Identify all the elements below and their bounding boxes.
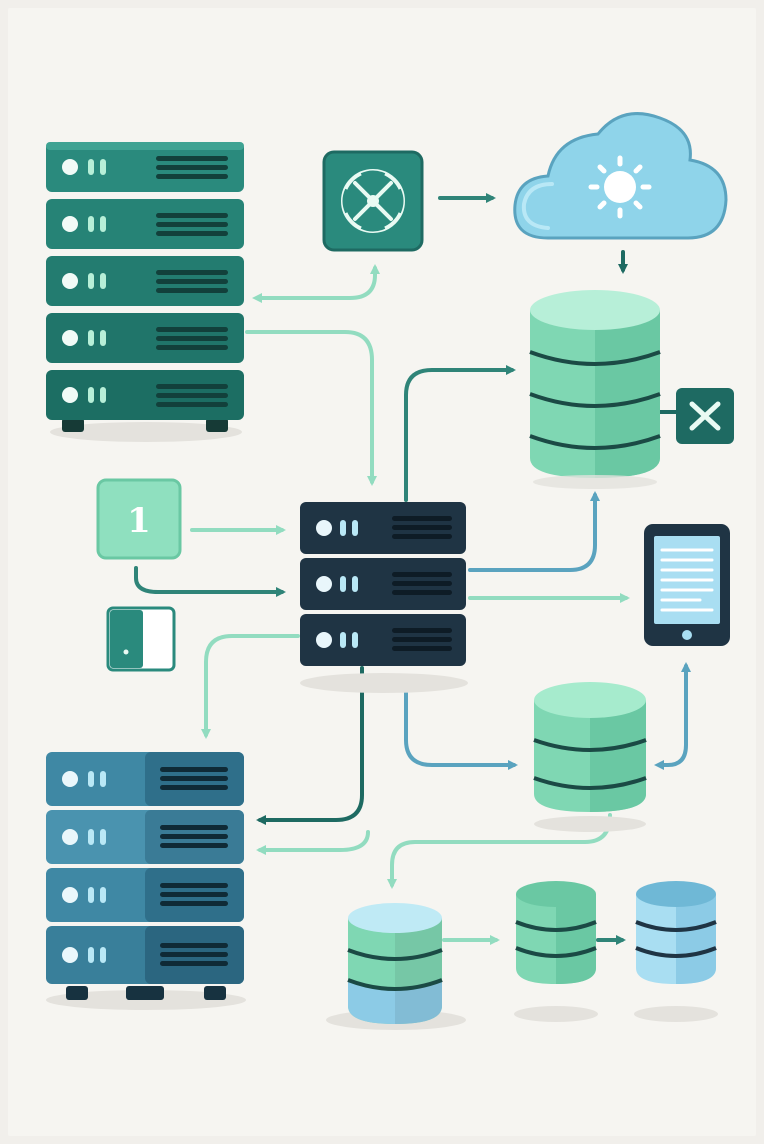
server-rack-icon [300, 502, 468, 693]
server-rack-icon [46, 752, 246, 1010]
arrow-center-database [404, 365, 516, 502]
database-icon [529, 290, 661, 489]
cloud-icon [513, 112, 728, 240]
arrow-center-bottomserver-dark [256, 666, 364, 825]
tablet-icon[interactable] [644, 524, 730, 646]
arrow-center-database-right [468, 491, 600, 572]
database-icon [533, 682, 647, 832]
server-rack-icon [46, 142, 244, 442]
database-icon [326, 903, 466, 1030]
arrow-server-gateway [252, 264, 380, 303]
arrow-center-bottomserver [201, 634, 300, 739]
arrow-middatabase-tablet [654, 662, 691, 770]
gateway-icon[interactable] [322, 150, 424, 252]
database-icon [514, 881, 598, 1022]
connectors [134, 193, 691, 945]
number-one-badge-icon: 1 [96, 478, 182, 560]
close-icon[interactable] [676, 388, 734, 444]
badge-label: 1 [127, 501, 151, 541]
door-icon[interactable] [106, 606, 176, 672]
arrow-center-middatabase [401, 678, 518, 770]
database-icon [634, 881, 718, 1022]
arrow-topserver-center [245, 330, 377, 486]
arrow-badge-curve-center [134, 566, 286, 597]
arrow-into-bottomserver [256, 830, 370, 855]
